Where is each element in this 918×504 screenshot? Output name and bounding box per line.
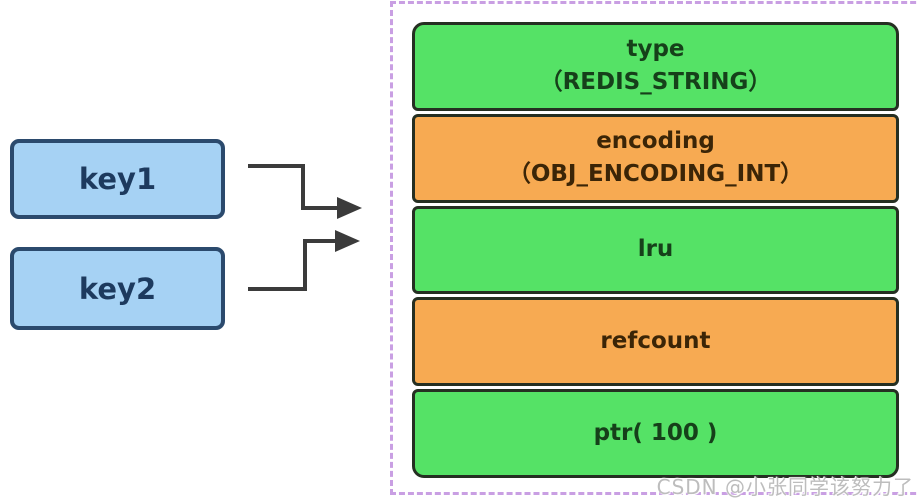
key1-arrowhead-icon [337, 197, 362, 219]
key1-label: key1 [78, 162, 157, 196]
key1-box: key1 [10, 139, 225, 219]
object-row-lru: lru [412, 205, 899, 295]
redis-object: type （REDIS_STRING） encoding （OBJ_ENCODI… [412, 22, 899, 478]
row-sublabel: （REDIS_STRING） [539, 69, 772, 96]
object-row-ptr: ptr( 100 ) [412, 389, 899, 478]
row-label: encoding [596, 127, 715, 154]
row-label: ptr( 100 ) [593, 419, 718, 446]
object-row-encoding: encoding （OBJ_ENCODING_INT） [412, 113, 899, 203]
row-label: type [626, 36, 685, 63]
row-label: lru [637, 236, 674, 263]
watermark: CSDN @小张同学该努力了 [656, 475, 914, 499]
row-label: refcount [600, 328, 711, 355]
key2-box: key2 [10, 247, 225, 330]
slide-border [390, 1, 918, 495]
key1-arrow [248, 164, 362, 219]
key2-arrow [248, 230, 360, 291]
key2-arrowhead-icon [335, 230, 360, 252]
object-row-refcount: refcount [412, 297, 899, 387]
row-sublabel: （OBJ_ENCODING_INT） [507, 161, 804, 188]
key2-label: key2 [78, 271, 157, 306]
object-row-type: type （REDIS_STRING） [412, 22, 899, 111]
